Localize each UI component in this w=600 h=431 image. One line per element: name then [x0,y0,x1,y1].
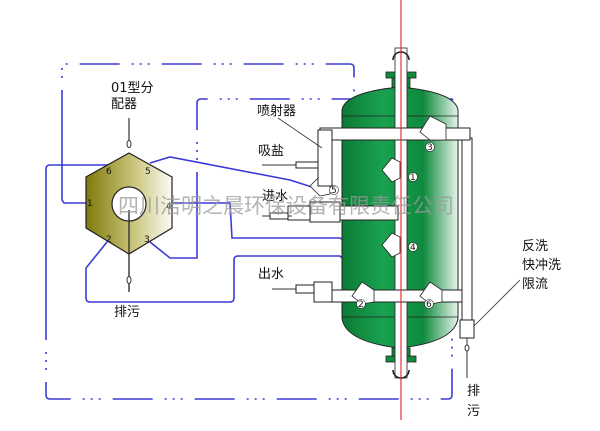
inlet-tee [309,201,341,223]
port-label-5: 5 [145,167,151,177]
company-watermark: 四川洁明之晨环保设备有限责任公司 [118,194,454,218]
valve-label-6: 6 [426,300,432,310]
drain-left-label: 排污 [114,305,140,320]
pipe-port3 [149,212,198,259]
port-label-6: 6 [106,167,112,177]
right-side-pipe [461,137,473,325]
inlet-fitting [269,212,289,220]
inlet-water-label: 进水 [262,189,288,204]
pipe-left-down [45,300,453,400]
valve-1 [381,157,401,183]
top-header-pipe [319,127,471,141]
brine-suction-fitting [295,161,319,169]
distributor-label-line2: 配器 [111,97,137,112]
restrictor-leader-line [473,279,521,327]
drain-right-label-line2: 污 [467,404,480,419]
drain-right-label-line1: 排 [467,384,480,399]
valve-label-3: 3 [427,143,433,153]
injector-label: 喷射器 [257,103,296,119]
port-label-4: 4 [166,202,172,212]
port-label-3: 3 [144,235,150,245]
valve-label-5: 5 [331,186,337,196]
distributor-inlet-fitting [126,140,132,148]
pipe-port6 [45,164,108,300]
brine-suction-label: 吸盐 [258,144,284,159]
backwash-label-line1: 反洗 [522,239,548,254]
outlet-tee [313,281,333,303]
injector-leader-line [277,117,323,149]
port-label-2: 2 [106,235,112,245]
distributor-drain-fitting [126,276,132,284]
pipe-port2 [85,241,361,303]
valve-label-4: 4 [410,243,416,253]
injector-body [317,129,333,187]
valve-number-labels: 3 1 4 2 6 5 [329,142,435,310]
restrictor-body [459,319,475,339]
port-label-1: 1 [87,199,93,209]
backwash-restrictor [459,279,521,378]
valve-3 [419,115,447,141]
valve-4 [381,232,401,258]
injector-assembly [262,117,333,187]
pipe-port1 [61,130,87,204]
valve-label-1: 1 [410,173,416,183]
distributor-01: 6 5 1 4 2 3 [85,118,173,292]
valve-label-2: 2 [358,300,364,310]
outlet-water-label: 出水 [258,267,284,282]
backwash-label-line3: 限流 [522,277,548,292]
distributor-label-line1: 01型分 [111,81,154,96]
pipe-port5 [149,156,316,189]
outlet-fitting [295,284,315,294]
backwash-label-line2: 快冲洗 [522,258,561,273]
pipe-top-outer [61,63,355,152]
